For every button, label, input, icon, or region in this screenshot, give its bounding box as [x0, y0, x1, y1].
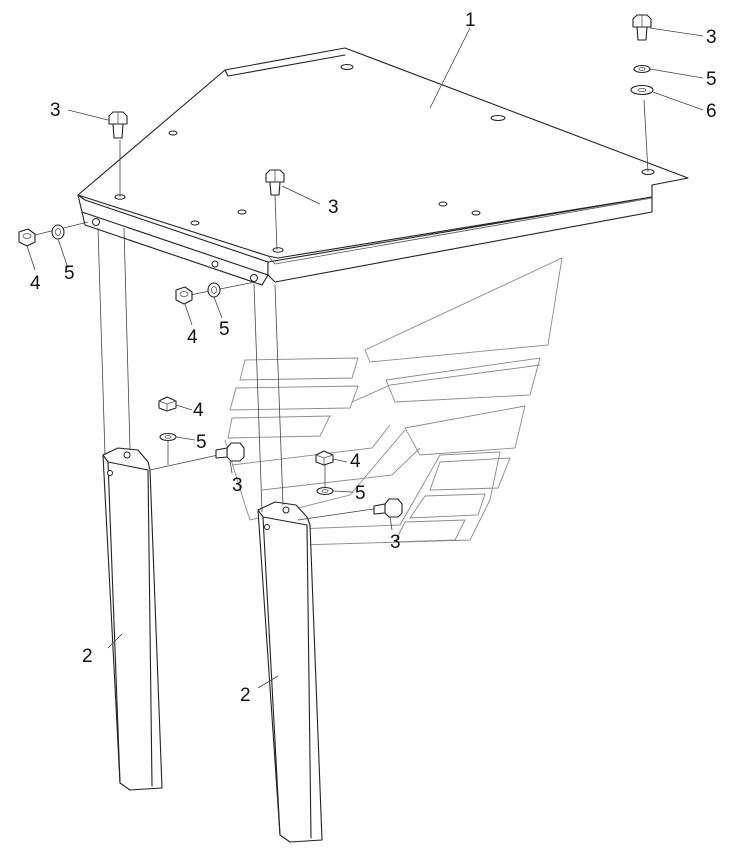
nut-part-4-upper-left [18, 228, 36, 247]
callout-4-lower-right: 4 [350, 451, 361, 472]
callout-3-side-left: 3 [232, 475, 243, 496]
callout-5-upper-left: 5 [64, 263, 75, 284]
washer-part-5-center-left [207, 282, 221, 298]
callout-5-lower-right: 5 [355, 483, 366, 504]
callout-3-side-right: 3 [390, 532, 401, 553]
leg-part-2-left [102, 447, 163, 791]
bolt-part-3-top-left [108, 111, 128, 139]
callout-5-center-left: 5 [219, 319, 230, 340]
bolt-part-3-top-right [632, 14, 652, 41]
flat-washer-part-6 [630, 84, 654, 96]
top-plate-part-1 [77, 47, 689, 286]
washer-part-5-upper-left [51, 224, 65, 240]
nut-part-4-lower-left [158, 396, 177, 412]
washer-part-5-lower-right [316, 486, 334, 496]
callout-leader-lines [26, 27, 704, 689]
callout-6: 6 [706, 101, 717, 122]
background-panel-stripes [227, 357, 359, 439]
callout-1: 1 [465, 10, 476, 31]
callout-2-right: 2 [240, 685, 251, 706]
callout-4-upper-left: 4 [30, 273, 41, 294]
callout-4-lower-left: 4 [193, 400, 204, 421]
background-panel-outline [224, 257, 563, 546]
leg-part-2-right [257, 501, 323, 843]
bolt-part-3-top-center [265, 169, 285, 196]
nut-part-4-center-left [175, 286, 193, 305]
callout-5-lower-left: 5 [196, 432, 207, 453]
nut-part-4-lower-right [315, 450, 334, 466]
callout-3-top-center: 3 [328, 197, 339, 218]
callout-3-top-left: 3 [50, 100, 61, 121]
washer-part-5-lower-left [159, 432, 177, 442]
bolt-part-3-side-left [215, 442, 245, 462]
callout-3-top-right: 3 [706, 27, 717, 48]
bolt-part-3-side-right [373, 498, 403, 518]
callout-5-top-right: 5 [706, 69, 717, 90]
callout-2-left: 2 [82, 646, 93, 667]
callout-4-center-left: 4 [187, 327, 198, 348]
alignment-lines [34, 99, 649, 521]
washer-part-5-top-right [633, 64, 651, 74]
